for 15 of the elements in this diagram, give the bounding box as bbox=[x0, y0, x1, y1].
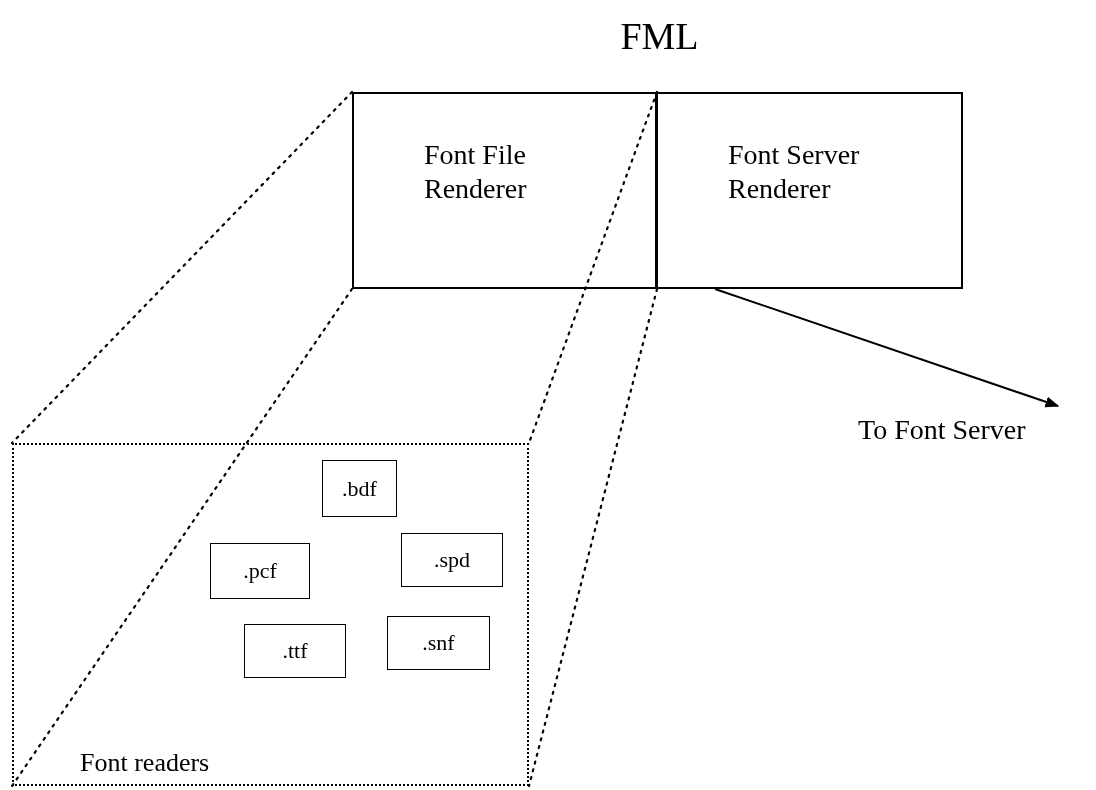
heading: FML bbox=[619, 14, 700, 58]
dotted-line bbox=[10, 287, 354, 788]
dotted-line bbox=[527, 287, 659, 788]
format-box: .spd bbox=[401, 533, 503, 587]
box-label: Font Server Renderer bbox=[728, 138, 861, 206]
format-box: .bdf bbox=[322, 460, 397, 517]
panel-label: Font readers bbox=[80, 748, 210, 778]
box-label: Font File Renderer bbox=[424, 138, 528, 206]
dotted-panel bbox=[12, 443, 529, 786]
format-box: .ttf bbox=[244, 624, 346, 678]
format-box: .snf bbox=[387, 616, 490, 670]
format-box: .pcf bbox=[210, 543, 310, 599]
dotted-line bbox=[10, 90, 354, 445]
target-label: To Font Server bbox=[858, 414, 1026, 446]
arrow bbox=[714, 288, 1060, 408]
